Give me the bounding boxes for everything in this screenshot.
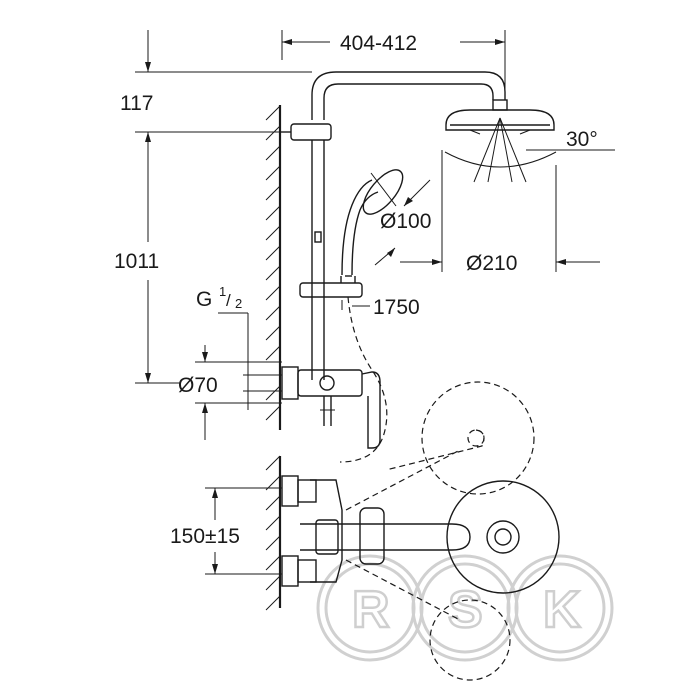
label-head-tilt: 30° xyxy=(566,128,598,151)
label-arm-length: 404-412 xyxy=(340,32,417,55)
label-hose-length: 1750 xyxy=(373,296,420,319)
svg-text:K: K xyxy=(543,581,581,639)
head-shower xyxy=(444,99,557,183)
label-arm-height: 117 xyxy=(120,92,153,115)
label-mixer-diameter: Ø70 xyxy=(178,374,218,397)
label-bar-height: 1011 xyxy=(114,250,159,273)
dim-arm-length: 404-412 xyxy=(281,30,506,94)
dim-heights: 117 1011 xyxy=(114,30,312,384)
label-head-shower-diameter: Ø210 xyxy=(466,252,517,275)
label-thread: G xyxy=(196,288,212,311)
dim-hose: 1750 xyxy=(341,296,420,319)
mixer-upper xyxy=(281,366,535,495)
label-hand-shower-diameter: Ø100 xyxy=(380,210,431,233)
svg-text:R: R xyxy=(352,581,390,639)
dim-head-tilt: 30° xyxy=(526,128,615,151)
shower-rail xyxy=(280,71,506,380)
dim-hand-shower: Ø100 xyxy=(374,179,431,266)
dim-head-shower: Ø210 xyxy=(400,150,600,275)
label-thread-numerator: 1 xyxy=(219,284,226,299)
wall-upper xyxy=(265,105,282,430)
svg-text:/: / xyxy=(226,291,231,310)
dim-connection: G 1 / 2 Ø70 xyxy=(178,284,282,440)
label-inlet-distance: 150±15 xyxy=(170,525,240,548)
label-thread-denominator: 2 xyxy=(235,296,242,311)
svg-text:S: S xyxy=(448,581,483,639)
wall-lower xyxy=(265,455,282,611)
mixer-lower xyxy=(281,449,560,681)
dim-inlet-distance: 150±15 xyxy=(170,487,282,575)
watermark-stamp: R S K xyxy=(316,554,614,662)
hand-shower xyxy=(299,169,404,463)
